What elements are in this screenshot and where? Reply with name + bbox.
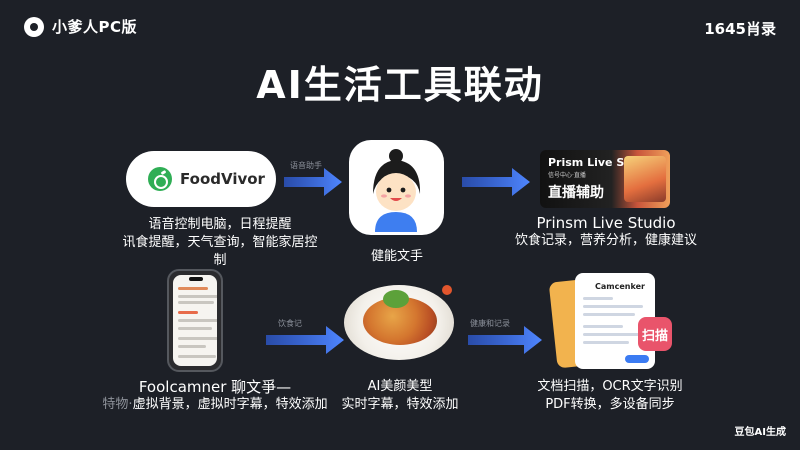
watermark: 豆包AI生成 — [734, 427, 786, 438]
foolcamner-caption-line: 虚拟背景，虚拟时字幕，特效添加 — [132, 397, 328, 412]
scan-badge[interactable]: 扫描 — [638, 317, 672, 351]
food-caption: AI美颜美型 实时字幕，特效添加 — [330, 378, 470, 414]
assistant-avatar-icon — [373, 149, 421, 232]
document-line — [583, 305, 643, 308]
phone-line — [178, 311, 198, 314]
phone-line — [178, 295, 217, 298]
document-line — [583, 325, 623, 328]
brand: 小爹人PC版 — [24, 16, 137, 37]
document-title: Camcenker — [595, 282, 645, 291]
arrow-label-food: 饮食记 — [278, 319, 302, 328]
foodvivor-logo-icon — [148, 167, 172, 191]
phone-screen — [173, 275, 217, 366]
assistant-card[interactable] — [349, 140, 444, 235]
notification-dot-icon — [442, 285, 452, 295]
phone-notch — [189, 277, 203, 281]
phone-line — [178, 327, 212, 330]
docs-caption-line2: PDF转换，多设备同步 — [545, 397, 675, 412]
foodvivor-caption-line1: 语音控制电脑，日程提醒 — [148, 217, 292, 232]
arrow-right-icon — [468, 326, 542, 354]
foodvivor-caption-line2: 讯食提醒，天气查询，智能家居控制 — [122, 235, 318, 268]
brand-logo-icon — [24, 16, 44, 37]
prism-caption-line: 饮食记录，营养分析，健康建议 — [514, 233, 697, 248]
phone-line — [178, 301, 214, 304]
foolcamner-caption-prefix: 特物· — [102, 397, 133, 412]
phone-line — [178, 345, 206, 348]
phone-line — [178, 337, 217, 340]
document-scanner-card[interactable]: Camcenker 扫描 — [548, 273, 672, 371]
corner-label: 1645肖录 — [704, 20, 776, 38]
food-caption-line: 实时字幕，特效添加 — [341, 397, 459, 412]
document-line — [583, 297, 613, 300]
arrow-label-health: 健康和记录 — [470, 319, 510, 328]
document-line — [583, 333, 639, 336]
foolcamner-caption-title: Foolcamner 聊文爭— — [138, 378, 292, 396]
foolcamner-caption: Foolcamner 聊文爭— 特物·虚拟背景，虚拟时字幕，特效添加 — [100, 378, 330, 414]
food-garnish-image — [383, 290, 409, 308]
brand-name: 小爹人PC版 — [52, 18, 138, 36]
assistant-caption: 健能文手 — [370, 249, 423, 264]
arrow-label-voice: 语音助手 — [290, 161, 322, 170]
prism-card-subtitle: 信号中心·直播 — [548, 172, 586, 179]
prism-food-thumbnail — [624, 156, 666, 202]
document-action-button[interactable] — [625, 355, 649, 363]
document-line — [583, 341, 629, 344]
arrow-right-icon — [462, 168, 530, 196]
phone-line — [178, 319, 217, 322]
phone-mockup[interactable] — [167, 269, 223, 372]
prism-live-studio-card[interactable]: Prism Live Studio 信号中心·直播 直播辅助 — [540, 150, 670, 208]
foolcamner-caption-line-wrap: 特物·虚拟背景，虚拟时字幕，特效添加 — [100, 396, 330, 414]
phone-line — [178, 355, 216, 358]
page-title: AI生活工具联动 — [256, 63, 544, 107]
docs-caption: 文档扫描，OCR文字识别 PDF转换，多设备同步 — [520, 378, 700, 414]
prism-caption: Prinsm Live Studio 饮食记录，营养分析，健康建议 — [500, 214, 712, 250]
docs-caption-line1: 文档扫描，OCR文字识别 — [537, 379, 683, 394]
arrow-right-icon — [284, 168, 342, 196]
phone-line — [178, 287, 208, 290]
foodvivor-name: FoodVivor — [180, 170, 265, 188]
food-caption-title: AI美颜美型 — [367, 379, 433, 394]
document-line — [583, 313, 635, 316]
prism-caption-title: Prinsm Live Studio — [536, 214, 676, 232]
prism-card-heading: 直播辅助 — [548, 185, 604, 201]
arrow-right-icon — [266, 326, 344, 354]
foodvivor-card[interactable]: FoodVivor — [126, 151, 276, 207]
foodvivor-caption: 语音控制电脑，日程提醒 讯食提醒，天气查询，智能家居控制 — [120, 216, 320, 270]
